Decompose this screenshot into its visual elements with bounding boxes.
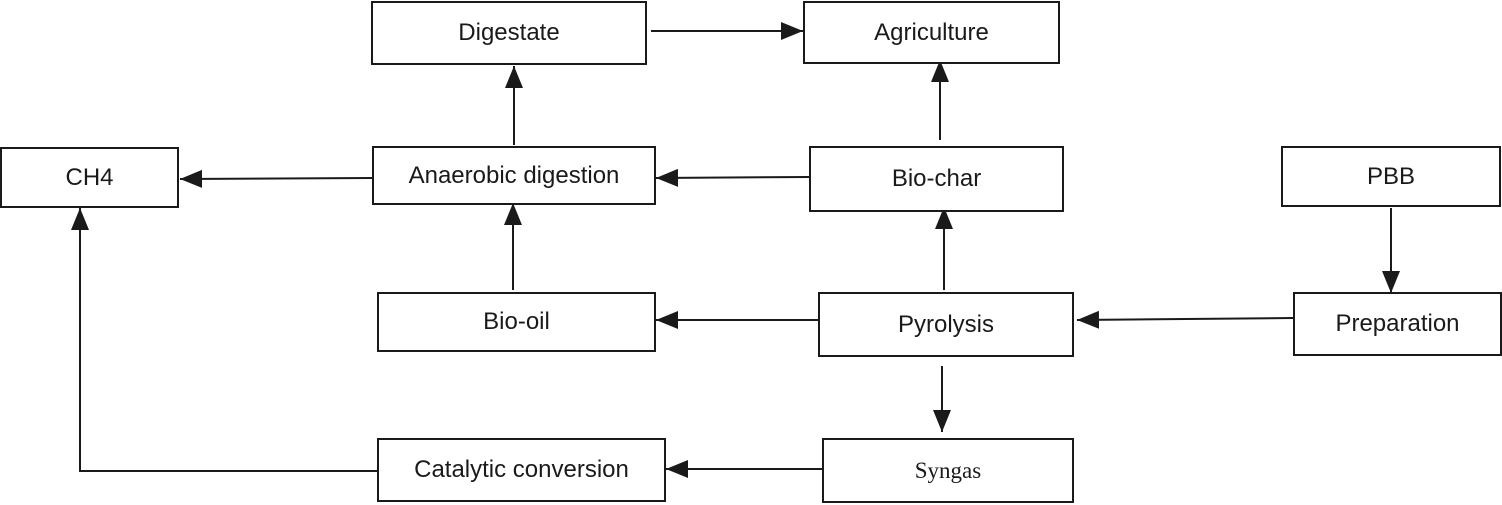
arrow-catalytic-conversion-to-ch4 bbox=[71, 208, 378, 472]
node-syngas: Syngas bbox=[822, 438, 1074, 503]
arrow-anaerobic-digestion-to-ch4 bbox=[179, 169, 373, 188]
node-catalytic-conversion: Catalytic conversion bbox=[377, 438, 666, 502]
node-ch4: CH4 bbox=[0, 147, 179, 208]
node-pyrolysis: Pyrolysis bbox=[818, 292, 1074, 357]
node-digestate: Digestate bbox=[371, 1, 647, 65]
node-bio-char: Bio-char bbox=[809, 146, 1064, 212]
node-anaerobic-digestion: Anaerobic digestion bbox=[372, 146, 656, 205]
arrow-bio-char-to-anaerobic-digestion bbox=[655, 168, 811, 187]
node-agriculture: Agriculture bbox=[803, 1, 1060, 64]
node-pbb: PBB bbox=[1281, 146, 1501, 207]
arrow-preparation-to-pyrolysis bbox=[1076, 310, 1294, 329]
node-bio-oil: Bio-oil bbox=[377, 292, 656, 352]
node-preparation: Preparation bbox=[1293, 292, 1502, 356]
